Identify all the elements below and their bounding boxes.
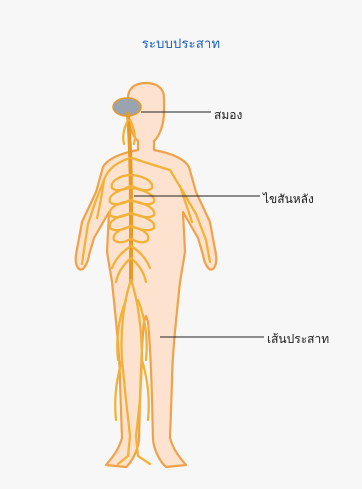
body-silhouette	[76, 83, 217, 467]
label-brain: สมอง	[214, 106, 242, 125]
label-spinal-cord: ไขสันหลัง	[263, 190, 314, 209]
label-nerves: เส้นประสาท	[267, 330, 329, 349]
